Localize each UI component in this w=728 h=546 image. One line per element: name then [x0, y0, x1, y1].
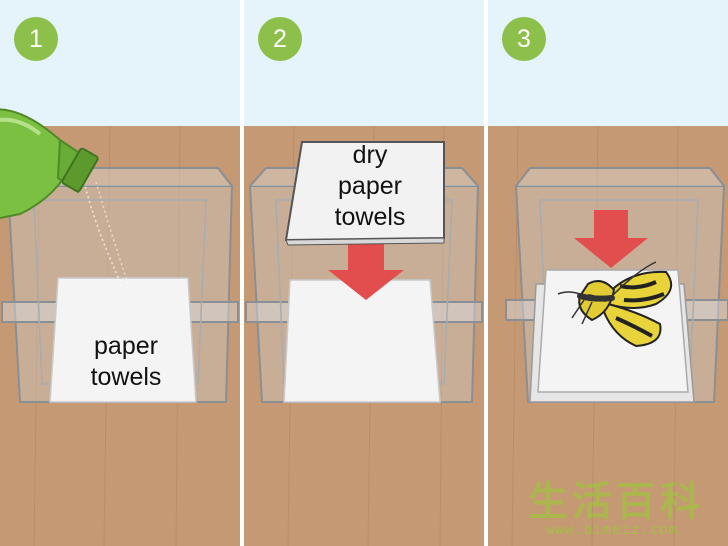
step-panel-1: 1 paper towels [0, 0, 240, 546]
wet-paper-towels [283, 279, 441, 403]
step-3-scene [488, 0, 728, 546]
step-number-badge: 1 [14, 17, 58, 61]
step-1-scene [0, 0, 240, 546]
down-arrow-icon [328, 240, 404, 300]
down-arrow-icon [574, 210, 648, 268]
spray-bottle-icon [0, 108, 99, 220]
dry-paper-towels-label: dry paper towels [290, 140, 450, 233]
step-number-badge: 3 [502, 17, 546, 61]
paper-towels-label: paper towels [46, 331, 206, 393]
paper-towels [49, 277, 197, 403]
step-panel-2: 2 dry paper towels [244, 0, 484, 546]
label-line: towels [334, 203, 406, 231]
watermark-text: 生活百科 [528, 479, 704, 525]
watermark: 生活百科 www.bimeiz.com [524, 480, 724, 540]
label-line: towels [90, 363, 162, 391]
paper-towel-stack [529, 269, 695, 403]
butterfly-icon [557, 261, 673, 348]
label-line: paper [338, 172, 402, 200]
label-line: paper [94, 332, 158, 360]
label-line: dry [352, 141, 388, 169]
step-2-scene [244, 0, 484, 546]
step-number-badge: 2 [258, 17, 302, 61]
watermark-url: www.bimeiz.com [546, 522, 679, 538]
step-panel-3: 3 [488, 0, 728, 546]
dry-paper-towels [284, 141, 445, 246]
